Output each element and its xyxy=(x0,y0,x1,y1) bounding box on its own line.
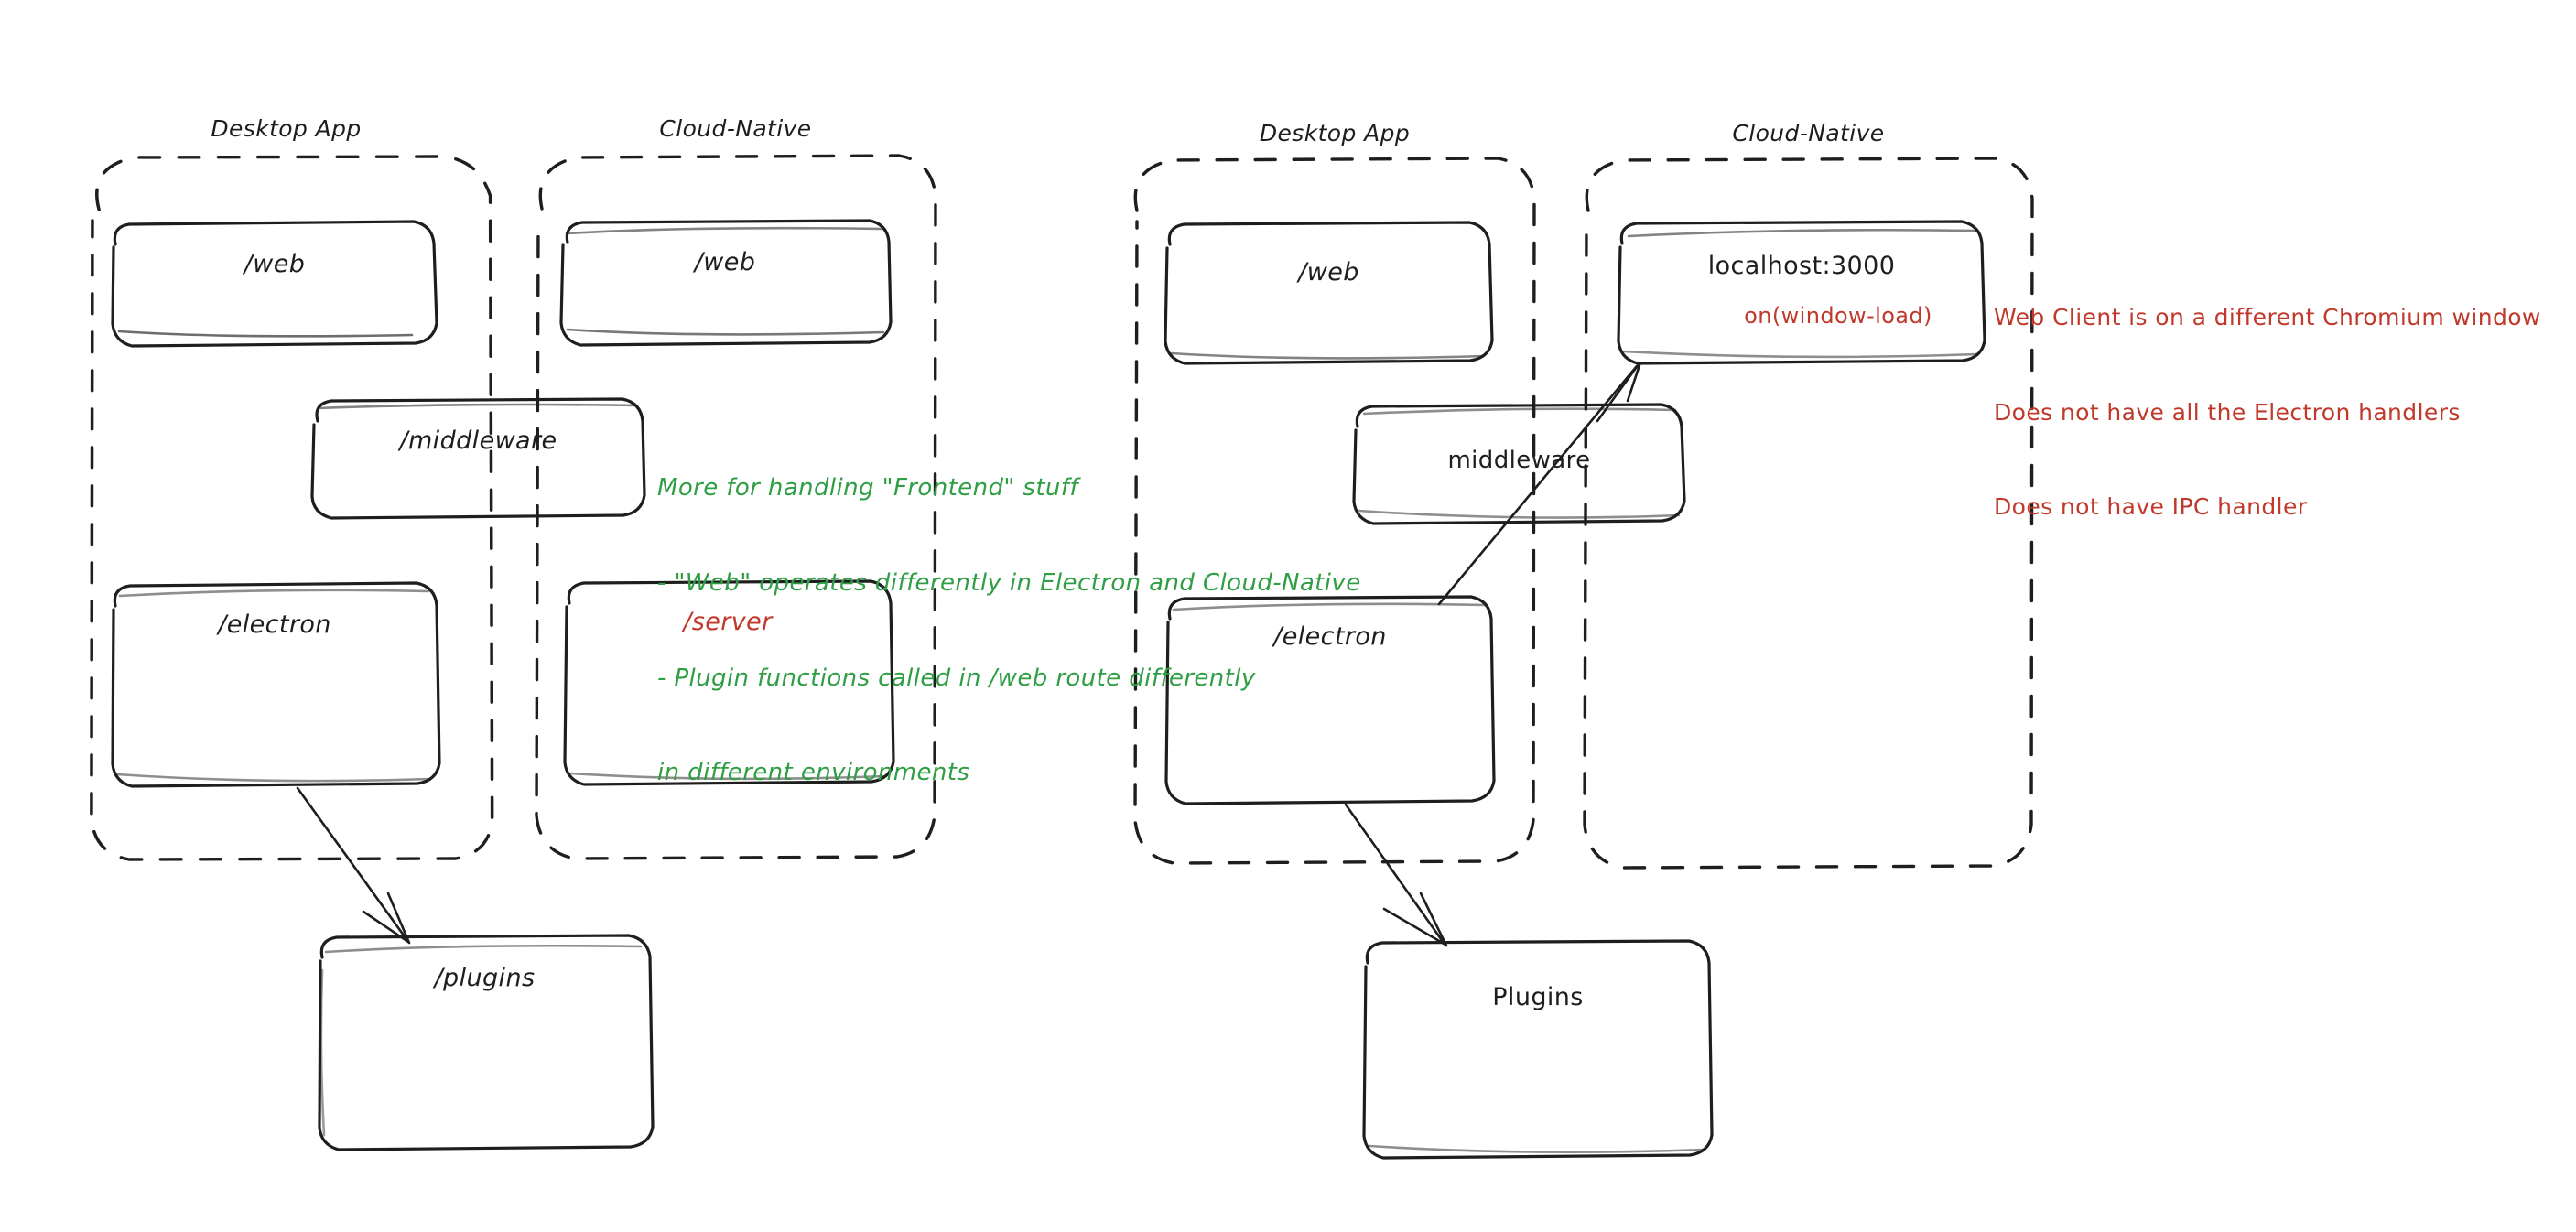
box-left-middleware xyxy=(310,397,646,520)
box-label-right-localhost: localhost:3000 xyxy=(1707,252,1896,280)
annotation-red: Web Client is on a different Chromium wi… xyxy=(1994,239,2541,587)
box-label-left-desktop-web: /web xyxy=(244,250,306,278)
box-left-server xyxy=(563,579,895,786)
group-label-right-cloud: Cloud-Native xyxy=(1732,120,1885,146)
box-label-left-plugins: /plugins xyxy=(434,964,536,992)
box-left-cloud-web xyxy=(559,219,893,347)
box-label-right-desktop-web: /web xyxy=(1298,258,1359,286)
box-sublabel-right-localhost: on(window-load) xyxy=(1744,303,1932,329)
group-outline-left-cloud xyxy=(535,154,937,860)
box-left-plugins xyxy=(318,934,655,1151)
arrow-right-electron-to-localhost xyxy=(1437,362,1641,606)
box-left-desktop-web xyxy=(111,220,438,348)
box-label-right-electron: /electron xyxy=(1273,622,1387,651)
group-label-right-desktop: Desktop App xyxy=(1259,120,1411,146)
box-label-left-cloud-web: /web xyxy=(694,248,756,276)
group-label-left-desktop: Desktop App xyxy=(211,115,362,142)
group-label-left-cloud: Cloud-Native xyxy=(659,115,812,142)
box-right-desktop-web xyxy=(1164,221,1494,365)
annotation-green-line-2: - "Web" operates differently in Electron… xyxy=(657,568,1361,597)
box-right-electron xyxy=(1164,595,1496,805)
annotation-green: More for handling "Frontend" stuff - "We… xyxy=(657,409,1361,852)
box-label-right-middleware: middleware xyxy=(1447,447,1591,474)
group-outline-left-desktop xyxy=(90,155,494,861)
box-right-localhost xyxy=(1617,220,1986,365)
box-right-middleware xyxy=(1352,403,1686,525)
box-right-plugins xyxy=(1362,939,1714,1160)
box-label-right-plugins: Plugins xyxy=(1492,983,1584,1011)
annotation-green-line-4: in different environments xyxy=(657,759,970,787)
group-outline-right-cloud xyxy=(1583,157,2034,870)
arrow-left-electron-to-plugins xyxy=(296,786,411,945)
annotation-red-line-2: Does not have all the Electron handlers xyxy=(1994,398,2461,426)
box-label-left-middleware: /middleware xyxy=(399,427,557,455)
box-label-left-electron: /electron xyxy=(218,611,331,639)
group-outline-right-desktop xyxy=(1133,157,1536,865)
annotation-green-line-1: More for handling "Frontend" stuff xyxy=(657,474,1078,503)
box-left-electron xyxy=(111,581,441,788)
annotation-red-line-1: Web Client is on a different Chromium wi… xyxy=(1994,304,2541,330)
annotation-green-line-3: - Plugin functions called in /web route … xyxy=(657,664,1256,692)
box-label-left-server: /server xyxy=(683,608,773,636)
arrow-right-electron-to-plugins xyxy=(1344,803,1448,947)
annotation-red-line-3: Does not have IPC handler xyxy=(1994,493,2308,520)
